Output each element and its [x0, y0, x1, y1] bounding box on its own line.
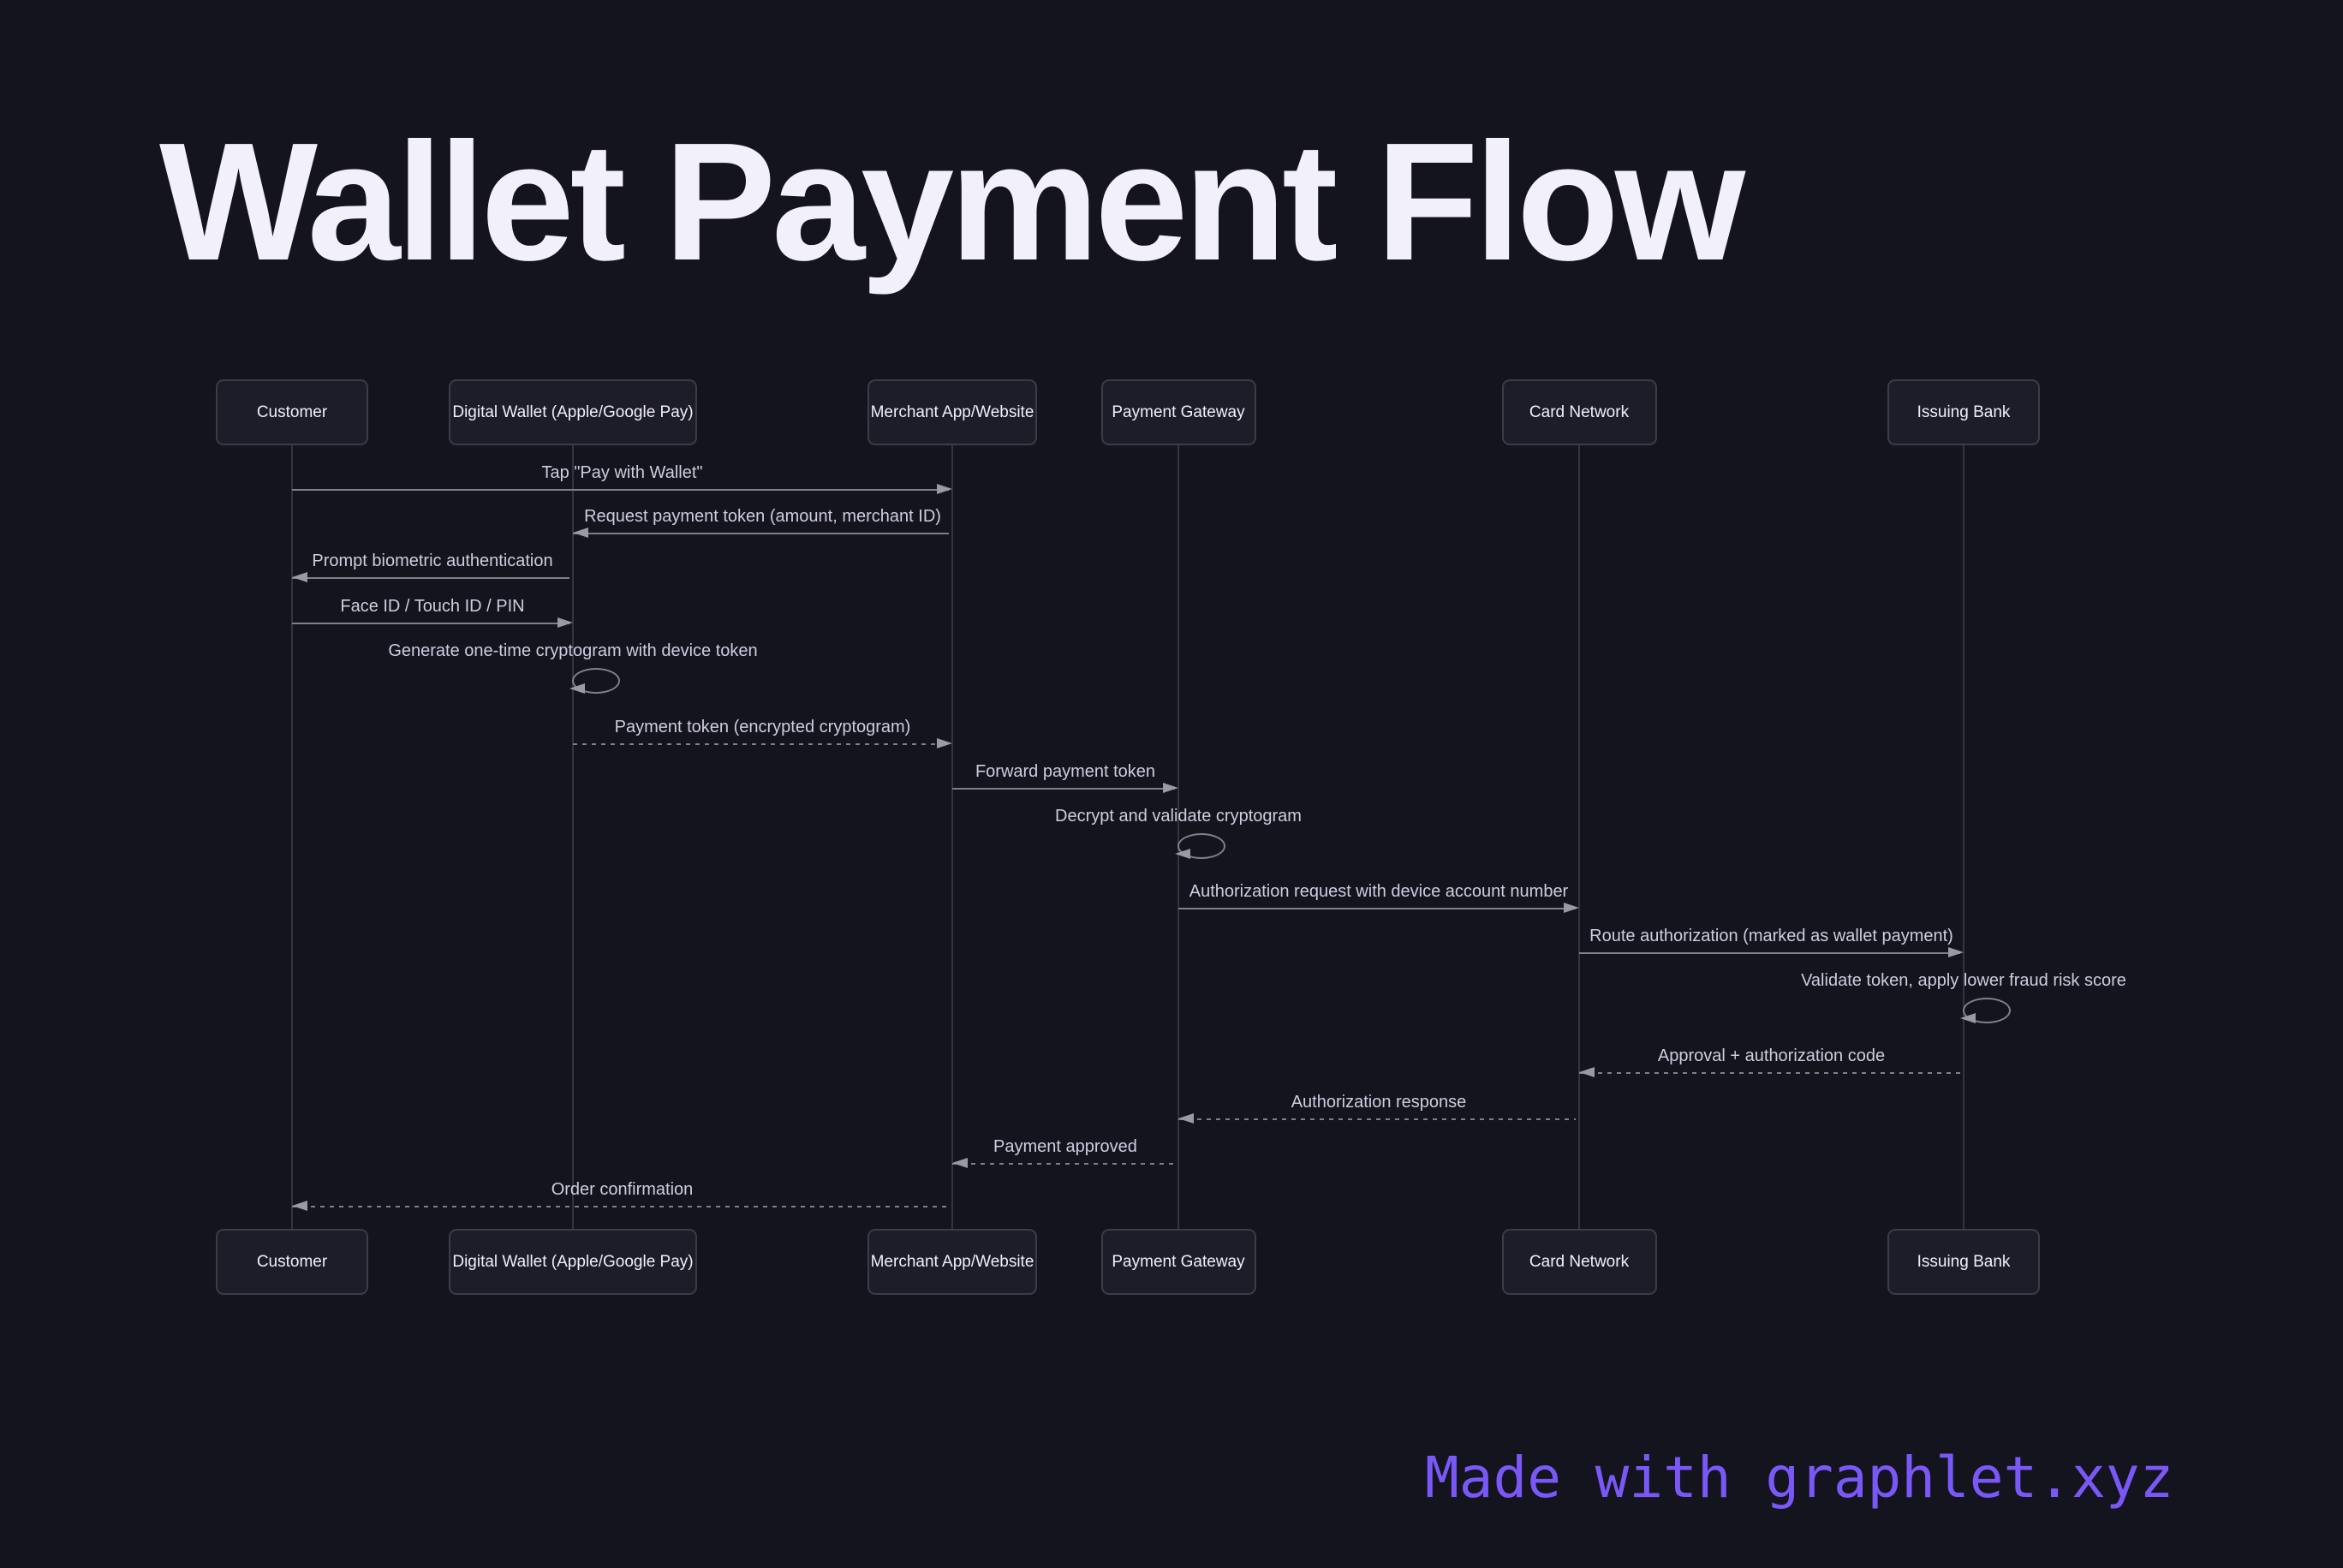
arrowhead-right-icon: [557, 617, 573, 628]
watermark-text: Made with graphlet.xyz: [1425, 1445, 2174, 1511]
message-line: [292, 577, 569, 579]
self-loop-arrow: [1177, 833, 1225, 859]
message-label: Payment approved: [993, 1137, 1137, 1156]
message-label: Forward payment token: [975, 762, 1156, 781]
message-label: Route authorization (marked as wallet pa…: [1589, 927, 1953, 945]
actor-label: Merchant App/Website: [870, 402, 1034, 421]
actor-label: Card Network: [1529, 402, 1630, 421]
actor-label: Digital Wallet (Apple/Google Pay): [452, 402, 694, 421]
self-loop-arrow: [1963, 998, 2011, 1023]
actor-bottom-customer: Customer: [216, 1229, 368, 1295]
actor-bottom-bank: Issuing Bank: [1887, 1229, 2040, 1295]
lifeline-gateway: [1177, 445, 1179, 1229]
actor-top-bank: Issuing Bank: [1887, 379, 2040, 445]
actor-label: Issuing Bank: [1917, 1252, 2011, 1271]
message-label: Authorization response: [1291, 1093, 1467, 1112]
arrowhead-left-icon: [1579, 1067, 1595, 1077]
lifeline-wallet: [572, 445, 574, 1229]
arrowhead-left-icon: [1175, 849, 1190, 859]
actor-label: Customer: [256, 402, 328, 421]
arrowhead-left-icon: [292, 1201, 307, 1211]
message-label: Generate one-time cryptogram with device…: [388, 641, 758, 660]
message-line: [573, 533, 949, 534]
arrowhead-left-icon: [569, 683, 585, 694]
arrowhead-left-icon: [952, 1158, 968, 1168]
message-line: [952, 1163, 1175, 1165]
actor-label: Customer: [256, 1252, 328, 1271]
actor-bottom-gateway: Payment Gateway: [1100, 1229, 1256, 1295]
message-line: [573, 743, 949, 745]
arrowhead-left-icon: [292, 572, 307, 582]
message-label: Decrypt and validate cryptogram: [1055, 807, 1302, 826]
self-loop-arrow: [572, 668, 620, 694]
page-title: Wallet Payment Flow: [159, 108, 1745, 295]
message-line: [292, 489, 949, 491]
message-label: Payment token (encrypted cryptogram): [614, 718, 911, 736]
actor-bottom-wallet: Digital Wallet (Apple/Google Pay): [449, 1229, 697, 1295]
arrowhead-right-icon: [937, 484, 952, 494]
actor-top-merchant: Merchant App/Website: [867, 379, 1037, 445]
message-line: [1178, 1118, 1576, 1120]
actor-label: Digital Wallet (Apple/Google Pay): [452, 1252, 694, 1271]
actor-bottom-merchant: Merchant App/Website: [867, 1229, 1037, 1295]
message-line: [1579, 1072, 1960, 1074]
message-label: Authorization request with device accoun…: [1189, 882, 1569, 901]
message-label: Validate token, apply lower fraud risk s…: [1801, 971, 2126, 990]
lifeline-customer: [291, 445, 293, 1229]
arrowhead-right-icon: [1564, 903, 1579, 913]
arrowhead-right-icon: [1163, 783, 1178, 793]
actor-label: Payment Gateway: [1112, 402, 1245, 421]
actor-top-gateway: Payment Gateway: [1100, 379, 1256, 445]
message-line: [292, 1206, 949, 1207]
message-label: Approval + authorization code: [1657, 1046, 1886, 1065]
arrowhead-left-icon: [1960, 1013, 1976, 1023]
message-label: Tap "Pay with Wallet": [541, 463, 703, 482]
actor-top-customer: Customer: [216, 379, 368, 445]
actor-label: Merchant App/Website: [870, 1252, 1034, 1271]
actor-top-wallet: Digital Wallet (Apple/Google Pay): [449, 379, 697, 445]
message-line: [1178, 908, 1576, 909]
actor-label: Issuing Bank: [1917, 402, 2011, 421]
message-label: Request payment token (amount, merchant …: [584, 507, 941, 526]
message-label: Order confirmation: [551, 1180, 694, 1199]
actor-label: Payment Gateway: [1112, 1252, 1245, 1271]
message-line: [952, 788, 1175, 790]
arrowhead-right-icon: [1948, 947, 1964, 957]
arrowhead-right-icon: [937, 738, 952, 748]
lifeline-card: [1578, 445, 1580, 1229]
actor-bottom-card: Card Network: [1501, 1229, 1657, 1295]
arrowhead-left-icon: [573, 528, 588, 538]
message-label: Face ID / Touch ID / PIN: [340, 597, 525, 616]
arrowhead-left-icon: [1178, 1113, 1194, 1124]
message-line: [292, 623, 569, 624]
lifeline-bank: [1963, 445, 1964, 1229]
lifeline-merchant: [951, 445, 953, 1229]
actor-top-card: Card Network: [1501, 379, 1657, 445]
message-label: Prompt biometric authentication: [312, 551, 553, 570]
actor-label: Card Network: [1529, 1252, 1630, 1271]
message-line: [1579, 952, 1960, 954]
